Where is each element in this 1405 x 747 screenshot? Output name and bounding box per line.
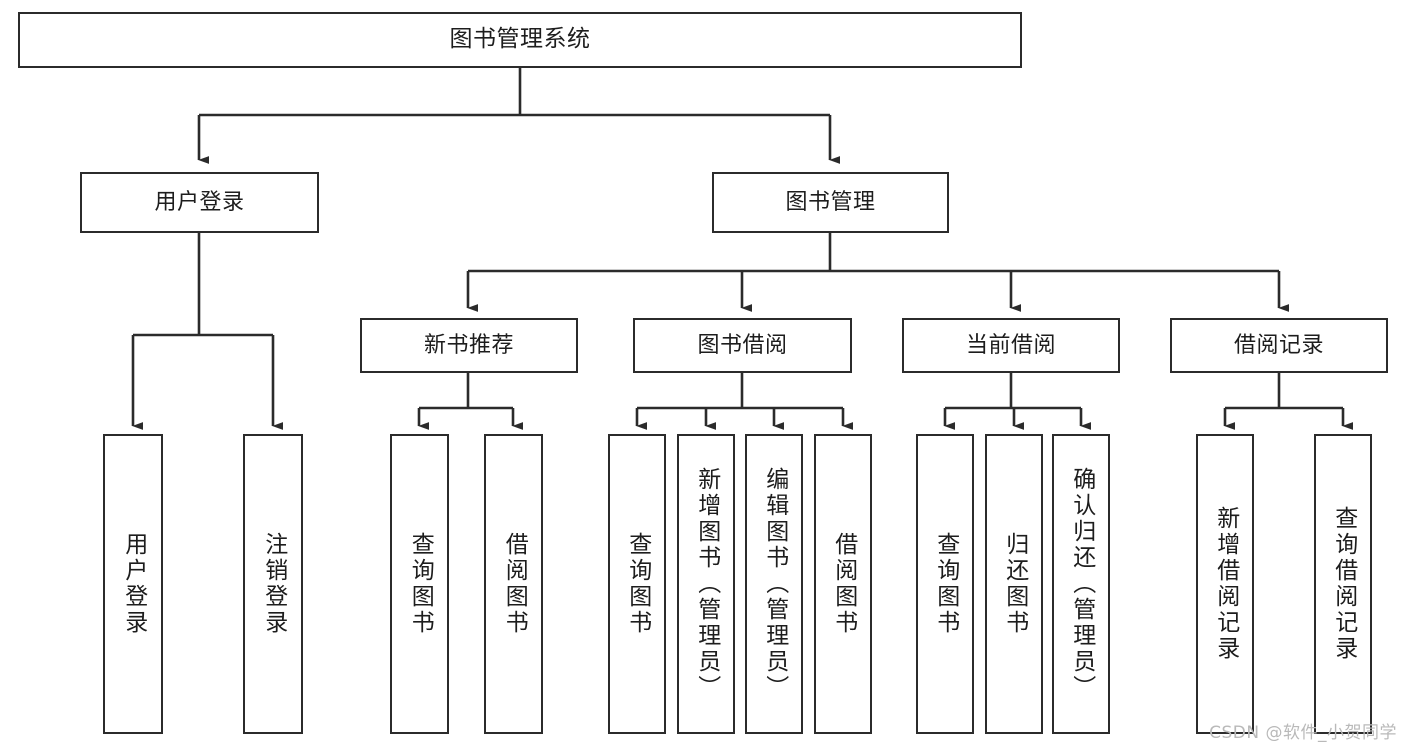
node-leaf-query-record[interactable]: 查询借阅记录 xyxy=(1314,434,1372,734)
node-leaf-query-book-1[interactable]: 查询图书 xyxy=(390,434,449,734)
node-label: 借阅图书 xyxy=(830,532,857,636)
node-label: 新增借阅记录 xyxy=(1212,506,1239,662)
node-label: 当前借阅 xyxy=(965,332,1056,358)
node-user-login[interactable]: 用户登录 xyxy=(80,172,319,233)
node-label: 查询图书 xyxy=(932,532,959,636)
node-leaf-borrow-book-1[interactable]: 借阅图书 xyxy=(484,434,543,734)
node-label: 图书借阅 xyxy=(697,332,788,358)
node-label: 查询借阅记录 xyxy=(1330,506,1357,662)
node-label: 新书推荐 xyxy=(423,332,514,358)
node-book-management[interactable]: 图书管理 xyxy=(712,172,949,233)
node-leaf-logout-login[interactable]: 注销登录 xyxy=(243,434,303,734)
csdn-watermark: CSDN @软件_小贺同学 xyxy=(1209,723,1397,743)
node-label: 用户登录 xyxy=(120,532,147,636)
node-label: 归还图书 xyxy=(1001,532,1028,636)
node-leaf-add-book[interactable]: 新增图书（管理员） xyxy=(677,434,735,734)
node-leaf-query-book-3[interactable]: 查询图书 xyxy=(916,434,974,734)
node-current-borrow[interactable]: 当前借阅 xyxy=(902,318,1120,373)
node-label: 借阅记录 xyxy=(1233,332,1324,358)
node-label: 查询图书 xyxy=(624,532,651,636)
node-label: 借阅图书 xyxy=(501,532,528,636)
node-label: 图书管理系统 xyxy=(449,26,591,53)
node-label: 注销登录 xyxy=(260,532,287,636)
node-label: 确认归还（管理员） xyxy=(1068,467,1095,701)
node-leaf-query-book-2[interactable]: 查询图书 xyxy=(608,434,666,734)
node-label: 查询图书 xyxy=(407,532,434,636)
node-book-borrow[interactable]: 图书借阅 xyxy=(633,318,852,373)
node-label: 图书管理 xyxy=(785,189,876,215)
node-leaf-edit-book[interactable]: 编辑图书（管理员） xyxy=(745,434,803,734)
node-new-book-recommend[interactable]: 新书推荐 xyxy=(360,318,578,373)
node-label: 新增图书（管理员） xyxy=(693,467,720,701)
node-leaf-confirm-return[interactable]: 确认归还（管理员） xyxy=(1052,434,1110,734)
node-leaf-add-record[interactable]: 新增借阅记录 xyxy=(1196,434,1254,734)
node-leaf-return-book[interactable]: 归还图书 xyxy=(985,434,1043,734)
node-label: 用户登录 xyxy=(154,189,245,215)
node-root-system[interactable]: 图书管理系统 xyxy=(18,12,1022,68)
node-leaf-user-login[interactable]: 用户登录 xyxy=(103,434,163,734)
node-leaf-borrow-book-2[interactable]: 借阅图书 xyxy=(814,434,872,734)
node-borrow-record[interactable]: 借阅记录 xyxy=(1170,318,1388,373)
node-label: 编辑图书（管理员） xyxy=(761,467,788,701)
